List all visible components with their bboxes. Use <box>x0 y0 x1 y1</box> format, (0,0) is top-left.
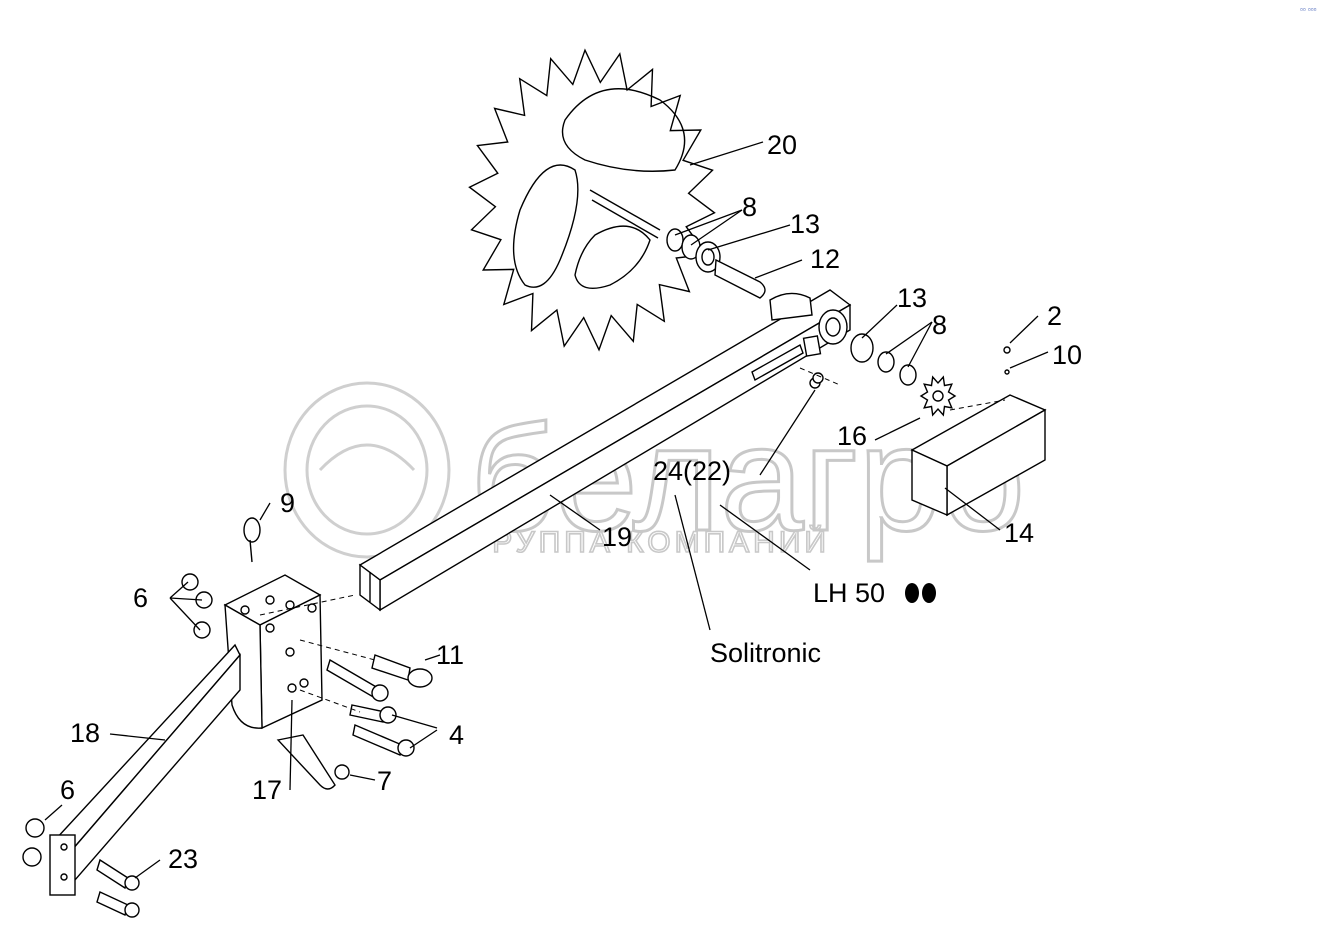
main-tube <box>358 289 852 612</box>
callout-16: 16 <box>837 421 867 451</box>
assembly-lines <box>259 367 1006 713</box>
callout-13-right: 13 <box>897 283 927 313</box>
cover-box <box>910 346 1047 517</box>
redacted-digits-icon <box>905 583 936 603</box>
callout-solitronic: Solitronic <box>710 638 821 668</box>
callout-6-bottom: 6 <box>60 775 75 805</box>
callout-labels: 20 8 13 12 13 8 2 10 16 24(22) 19 14 9 6… <box>60 130 1082 874</box>
callout-20: 20 <box>767 130 797 160</box>
model-lh-5000: LH 50 <box>813 578 885 608</box>
callout-18: 18 <box>70 718 100 748</box>
mounting-bracket <box>223 574 323 730</box>
callout-17: 17 <box>252 775 282 805</box>
callout-6-top: 6 <box>133 583 148 613</box>
watermark-subtitle: ГРУППА КОМПАНИЙ <box>472 525 830 559</box>
callout-8-right: 8 <box>932 310 947 340</box>
callout-2: 2 <box>1047 301 1062 331</box>
callout-8-top: 8 <box>742 192 757 222</box>
model-lh-text: LH 50 <box>813 578 885 608</box>
callout-24-22: 24(22) <box>653 456 731 486</box>
sprocket-wheel <box>468 48 716 352</box>
callout-11: 11 <box>436 640 464 670</box>
callout-7: 7 <box>377 766 392 796</box>
callout-9: 9 <box>280 488 295 518</box>
callout-14: 14 <box>1004 518 1034 548</box>
callout-19: 19 <box>602 522 632 552</box>
right-bearings <box>850 333 957 417</box>
callout-23: 23 <box>168 844 198 874</box>
watermark-logo-icon <box>283 381 451 559</box>
fasteners <box>22 517 433 918</box>
callout-4: 4 <box>449 720 464 750</box>
arm-18 <box>49 643 241 896</box>
callout-13-top: 13 <box>790 209 820 239</box>
callout-10: 10 <box>1052 340 1082 370</box>
corner-mark: ▫▫ ▫▫▫ <box>1300 5 1317 14</box>
hub-bearings <box>666 228 766 299</box>
callout-12: 12 <box>810 244 840 274</box>
leader-lines <box>44 141 1049 879</box>
